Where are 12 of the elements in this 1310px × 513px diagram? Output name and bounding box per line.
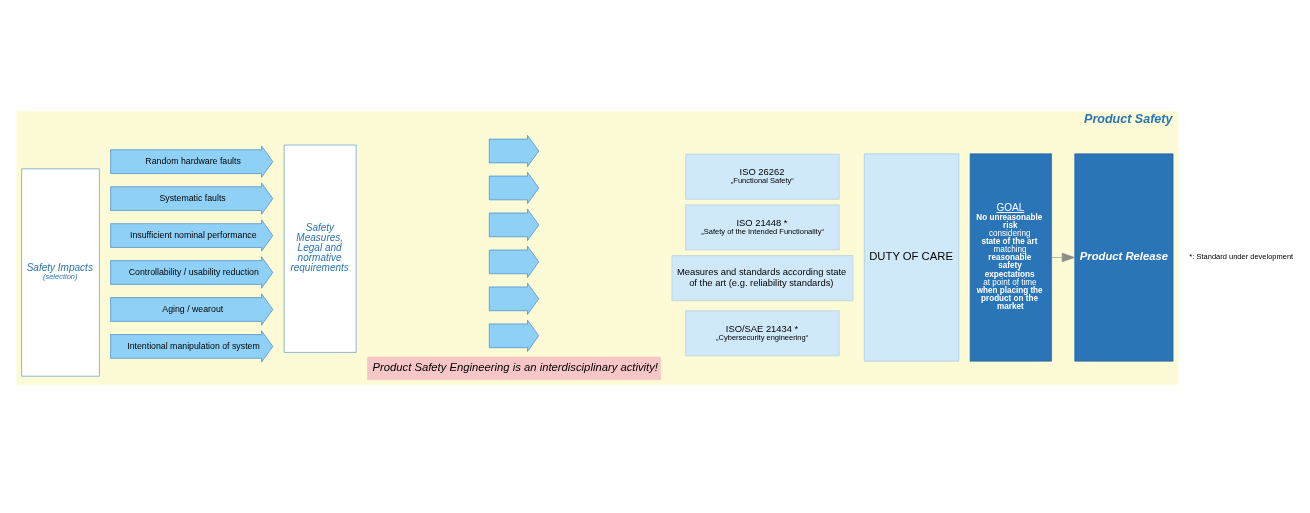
node-arrow [489, 171, 540, 204]
node-box: Safety Measures, Legal and normative requirements [283, 144, 357, 353]
node-box: DUTY OF CARE [863, 153, 960, 361]
node-arrow [489, 208, 540, 241]
node-arrow [489, 134, 540, 167]
node-arrow [489, 319, 540, 352]
arrow [1051, 252, 1075, 262]
node-arrow [489, 282, 540, 315]
node-box: Measures and standards according state of the art (e.g. reliability standards) [671, 254, 854, 301]
node-box: Product Safety Engineering is an interdisciplinary activity! [367, 356, 661, 380]
node-arrow [489, 245, 540, 278]
node-box: Product Release [1074, 153, 1174, 361]
